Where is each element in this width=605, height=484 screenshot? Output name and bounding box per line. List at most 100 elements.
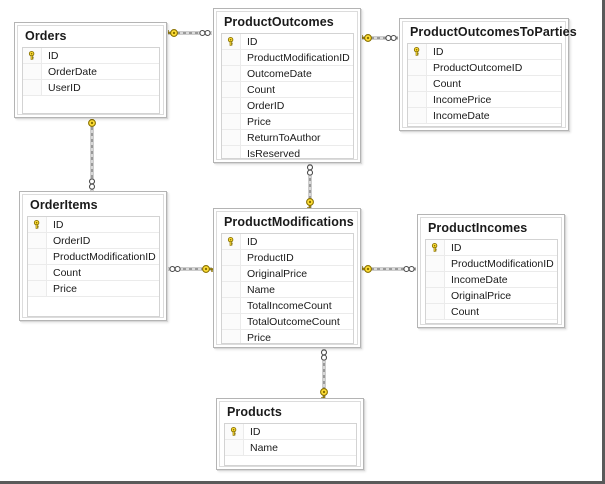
field-row[interactable]: OriginalPrice xyxy=(426,288,557,304)
field-name: OrderID xyxy=(53,234,91,247)
field-gutter xyxy=(426,288,445,303)
entity-title: ProductOutcomes xyxy=(217,12,357,33)
field-gutter xyxy=(222,66,241,81)
entity-title: Orders xyxy=(18,26,163,47)
primary-key-icon xyxy=(426,240,445,255)
field-gutter xyxy=(222,82,241,97)
field-gutter xyxy=(222,314,241,329)
entity-title: ProductOutcomesToParties xyxy=(403,22,577,43)
field-row[interactable]: ID xyxy=(408,44,561,60)
primary-key-icon xyxy=(222,234,241,249)
field-name: IncomeDate xyxy=(451,273,508,286)
field-list-filler xyxy=(408,124,561,126)
field-row[interactable]: TotalOutcomeCount xyxy=(222,314,353,330)
field-row[interactable]: Price xyxy=(222,114,353,130)
field-name: Name xyxy=(250,441,279,454)
field-row[interactable]: Price xyxy=(28,281,159,297)
field-gutter xyxy=(28,265,47,280)
field-row[interactable]: ProductID xyxy=(222,250,353,266)
field-row[interactable]: IncomePrice xyxy=(408,92,561,108)
field-gutter xyxy=(222,130,241,145)
field-row[interactable]: TotalIncomeCount xyxy=(222,298,353,314)
relationship-orders-to-productoutcomes[interactable] xyxy=(165,28,212,38)
field-name: ID xyxy=(247,235,258,248)
field-row[interactable]: ID xyxy=(426,240,557,256)
field-row[interactable]: ID xyxy=(222,234,353,250)
field-name: OriginalPrice xyxy=(247,267,308,280)
field-name: UserID xyxy=(48,81,81,94)
field-row[interactable]: OrderDate xyxy=(23,64,159,80)
entity-title: ProductModifications xyxy=(217,212,357,233)
relationship-productoutcomes-to-productoutcomestoparties[interactable] xyxy=(359,33,398,43)
field-name: IncomePrice xyxy=(433,93,492,106)
field-row[interactable]: OutcomeDate xyxy=(222,66,353,82)
field-row[interactable]: Count xyxy=(426,304,557,320)
field-gutter xyxy=(222,266,241,281)
relationship-products-to-productmodifications[interactable] xyxy=(319,348,329,401)
field-row[interactable]: ProductModificationID xyxy=(426,256,557,272)
field-list-filler xyxy=(225,456,356,465)
field-row[interactable]: ID xyxy=(225,424,356,440)
field-list-filler xyxy=(28,297,159,316)
field-row[interactable]: Name xyxy=(225,440,356,456)
field-row[interactable]: OrderID xyxy=(222,98,353,114)
field-name: IncomeDate xyxy=(433,109,490,122)
field-name: Price xyxy=(247,331,271,344)
field-gutter xyxy=(28,281,47,296)
field-row[interactable]: Count xyxy=(222,82,353,98)
field-row[interactable]: IncomeDate xyxy=(408,108,561,124)
field-row[interactable]: ProductModificationID xyxy=(222,50,353,66)
field-gutter xyxy=(408,108,427,123)
relationship-orderitems-to-productmodifications[interactable] xyxy=(168,264,215,274)
field-gutter xyxy=(408,92,427,107)
field-row[interactable]: ID xyxy=(222,34,353,50)
field-name: Count xyxy=(53,266,82,279)
field-row[interactable]: UserID xyxy=(23,80,159,96)
field-name: ProductModificationID xyxy=(247,51,350,64)
field-row[interactable]: ProductModificationID xyxy=(28,249,159,265)
field-row[interactable]: Count xyxy=(408,76,561,92)
field-name: ID xyxy=(53,218,64,231)
relationship-productmodifications-to-productincomes[interactable] xyxy=(359,264,416,274)
field-row[interactable]: Count xyxy=(28,265,159,281)
field-row[interactable]: IsReserved xyxy=(222,146,353,158)
field-list-filler xyxy=(23,96,159,113)
primary-key-icon xyxy=(222,34,241,49)
field-name: Count xyxy=(247,83,276,96)
field-row[interactable]: OriginalPrice xyxy=(222,266,353,282)
relationship-productoutcomes-to-productmodifications[interactable] xyxy=(305,163,315,211)
field-gutter xyxy=(222,250,241,265)
field-name: ID xyxy=(433,45,444,58)
field-row[interactable]: ID xyxy=(23,48,159,64)
field-row[interactable]: OrderID xyxy=(28,233,159,249)
field-row[interactable]: ID xyxy=(28,217,159,233)
entity-title: ProductIncomes xyxy=(421,218,561,239)
field-name: ID xyxy=(48,49,59,62)
field-name: TotalIncomeCount xyxy=(247,299,332,312)
relationship-orders-to-orderitems[interactable] xyxy=(87,114,97,191)
field-row[interactable]: ReturnToAuthor xyxy=(222,130,353,146)
field-row[interactable]: ProductOutcomeID xyxy=(408,60,561,76)
field-row[interactable]: IncomeDate xyxy=(426,272,557,288)
field-row[interactable]: Price xyxy=(222,330,353,344)
field-row[interactable]: Name xyxy=(222,282,353,298)
field-name: ProductOutcomeID xyxy=(433,61,523,74)
field-name: OrderID xyxy=(247,99,285,112)
